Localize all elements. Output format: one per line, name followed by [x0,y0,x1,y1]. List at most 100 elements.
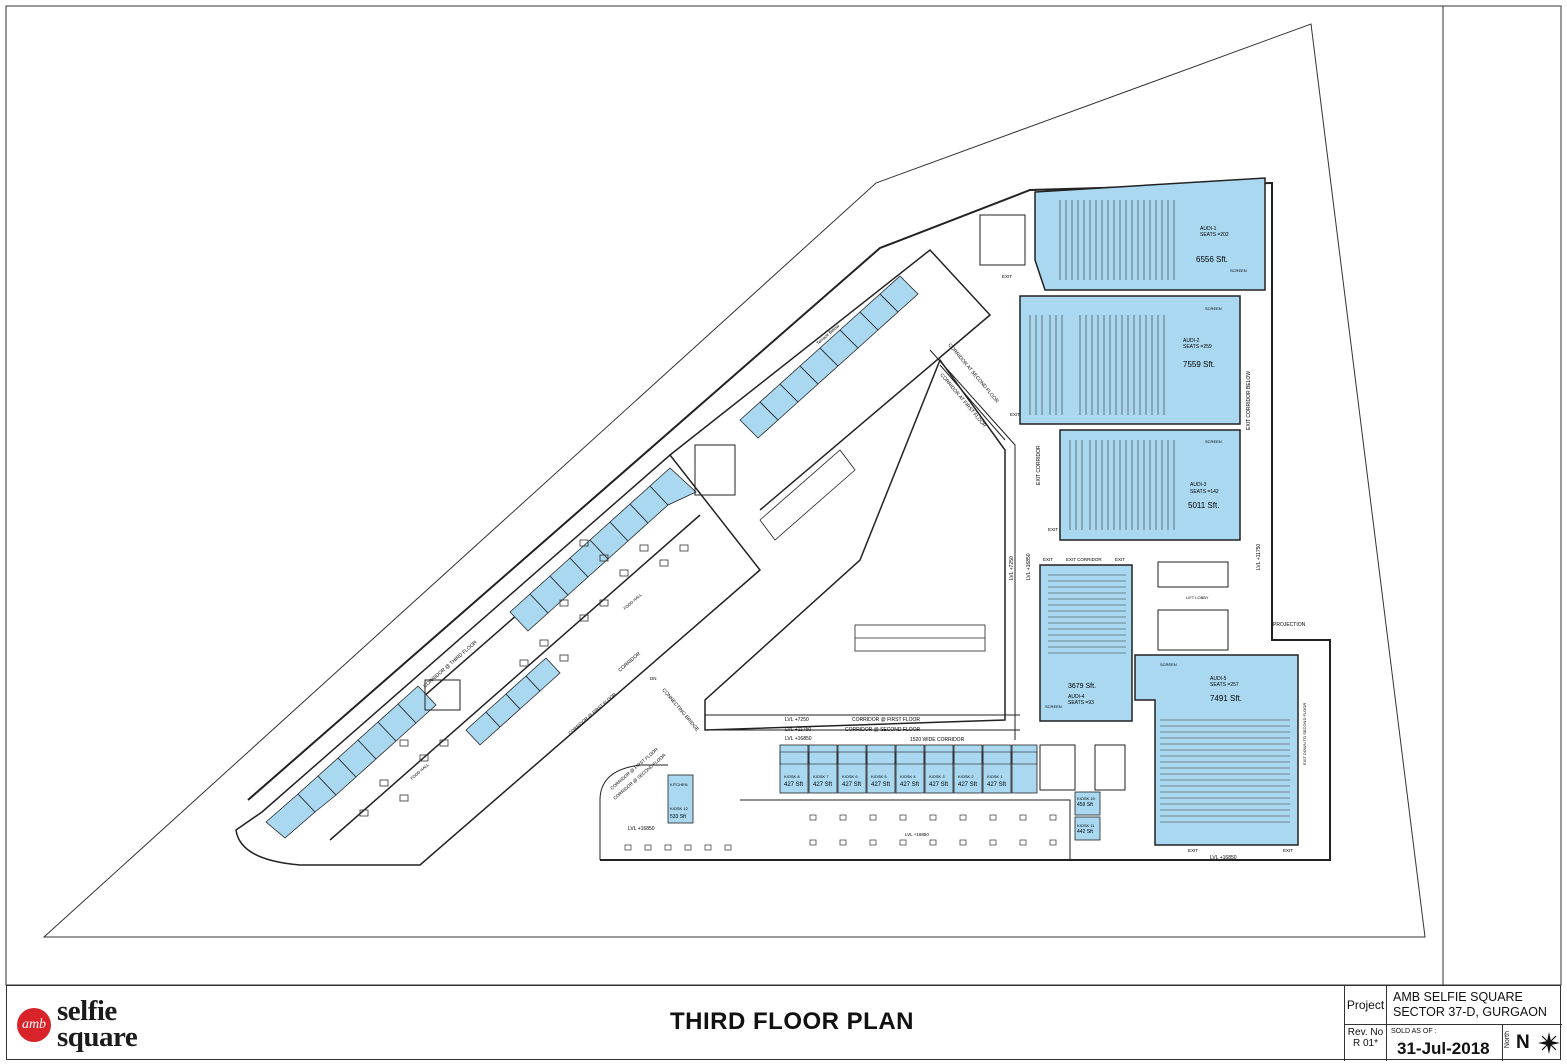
north-letter: N [1516,1032,1530,1053]
audi-4-area: 3679 Sft. [1068,683,1096,690]
project-label: Project [1344,986,1386,1024]
food-kiosks-diagonal [265,275,919,839]
dn-label: DN [650,676,657,681]
sheet-title: THIRD FLOOR PLAN [670,1008,914,1035]
lift-lobby-label: LIFT LOBBY [1186,595,1209,600]
kiosk-5-label: KIOSK 5 [871,774,887,779]
lvl-16850-bottom: LVL +16850 [1210,855,1237,861]
kiosk-12-area: 533 Sft [670,814,686,820]
logo-wordmark: selfie square [57,995,138,1053]
audi-4 [1039,564,1133,722]
kiosk-3-label: KIOSK 3 [929,774,945,779]
corridor-diagonal [929,349,1016,740]
audi-5-screen: SCREEN [1160,662,1177,667]
kiosk-7-area: 427 Sft [813,782,832,788]
kiosk-4-area: 427 Sft [900,782,919,788]
audi-5-area: 7491 Sft. [1210,694,1242,703]
audi-1-area: 6556 Sft. [1196,255,1228,264]
revision-value: R 01* [1352,1038,1378,1049]
logo-line-1: selfie [57,995,117,1027]
lvl-16850-vertical: LVL +16850 [1026,553,1032,580]
kiosk-3-area: 427 Sft [929,782,948,788]
north-cell: North N [1502,1024,1562,1061]
audi-2-screen: SCREEN [1205,306,1222,311]
sold-as-of-label: SOLD AS OF : [1391,1028,1437,1035]
audi-2-area: 7559 Sft. [1183,360,1215,369]
exit-label-1: EXIT [1002,274,1012,279]
kiosk-1-label: KIOSK 1 [987,774,1003,779]
exit-corridor-below: EXIT CORRIDOR BELOW [1246,371,1252,430]
kiosk-2-label: KIOSK 2 [958,774,974,779]
audi-3-screen: SCREEN [1205,439,1222,444]
audi-4-screen: SCREEN [1045,704,1062,709]
site-boundary [42,23,1426,938]
audi-2-label: AUDI-2 [1183,338,1200,344]
exit-label-4: EXIT [1043,557,1053,562]
audi-4-label: AUDI-4 [1068,694,1085,700]
audi-1-label: AUDI-1 [1200,226,1217,232]
kiosk-11-label: KIOSK 11 [1077,823,1095,828]
kiosk-2-area: 427 Sft [958,782,977,788]
auditorium-seating [1029,200,1290,823]
kitchen-label: KITCHEN [670,782,688,787]
kiosk-5-area: 427 Sft [871,782,890,788]
exit-label-2: EXIT [1010,412,1020,417]
sold-as-of-date: 31-Jul-2018 [1397,1039,1490,1058]
wide-corridor-label: 1520 WIDE CORRIDOR [910,737,965,743]
sheet-border [5,5,1562,986]
lvl-11750-vertical: LVL +11750 [1256,544,1262,570]
audi-1-seats: SEATS =202 [1200,232,1229,238]
kiosk-1-area: 427 Sft [987,782,1006,788]
corridor-label: CORRIDOR [617,651,642,674]
atrium-void [704,358,1006,731]
exit-corridor-vertical: EXIT CORRIDOR [1036,445,1042,485]
exit-label-3: EXIT [1048,527,1058,532]
kiosk-6-area: 427 Sft [842,782,861,788]
audi-1-screen: SCREEN [1230,268,1247,273]
audi-3-area: 5011 Sft. [1188,501,1219,510]
audi-3-seats: SEATS =142 [1190,489,1219,495]
project-name: AMB SELFIE SQUARE SECTOR 37-D, GURGAON [1386,986,1562,1024]
kiosk-8-area: 427 Sft [784,782,803,788]
north-label: North [1504,1031,1511,1049]
exit-label-7: EXIT [1283,848,1293,853]
lvl-7250-vertical: LVL +7250 [1009,556,1015,580]
kiosk-row-bottom [667,744,1101,841]
exit-corridor-label: EXIT CORRIDOR [1066,557,1102,562]
audi-5-seats: SEATS =257 [1210,682,1239,688]
corridor-second-label: CORRIDOR @ SECOND FLOOR [845,727,920,733]
logo-line-2: square [57,1021,138,1053]
lvl-11750-corridor: LVL +11750 [785,727,811,733]
kiosk-12-label: KIOSK 12 [670,806,689,811]
exit-label-5: EXIT [1115,557,1125,562]
kiosk-7-label: KIOSK 7 [813,774,829,779]
building-outline [247,181,1331,861]
kiosk-6-label: KIOSK 6 [842,774,858,779]
lower-court-outline [599,764,1071,860]
logo-mark-icon: amb [17,1008,51,1042]
audi-5-label: AUDI-5 [1210,676,1227,682]
sold-as-of-cell: SOLD AS OF : 31-Jul-2018 [1386,1024,1502,1061]
lvl-16850-left: LVL +16850 [628,826,655,832]
audi-2-seats: SEATS =259 [1183,344,1212,350]
projection-label: PROJECTION [1273,622,1306,628]
lift-cores [424,214,1229,791]
lvl-16850-mid: LVL +16850 [905,832,929,837]
corridor-first-label: CORRIDOR @ FIRST FLOOR [852,717,920,723]
kiosk-10-label: KIOSK 10 [1077,796,1096,801]
audi-3-label: AUDI-3 [1190,482,1207,488]
title-block: amb selfie square THIRD FLOOR PLAN Proje… [6,985,1562,1061]
revision-cell: Rev. No R 01* [1344,1024,1386,1061]
food-hall-label-2: FOOD HALL [409,762,430,781]
amb-logo: amb selfie square [11,988,187,1058]
kiosk-10-area: 459 Sft [1077,802,1093,808]
kiosk-4-label: KIOSK 4 [900,774,916,779]
escalators [759,449,986,652]
kitchen-row [779,751,1038,765]
corridor-first-floor [705,714,1020,731]
revision-label: Rev. No [1347,1027,1384,1038]
kiosk-8-label: KIOSK 8 [784,774,800,779]
kiosk-11-area: 442 Sft [1077,829,1093,835]
exit-label-6: EXIT [1188,848,1198,853]
